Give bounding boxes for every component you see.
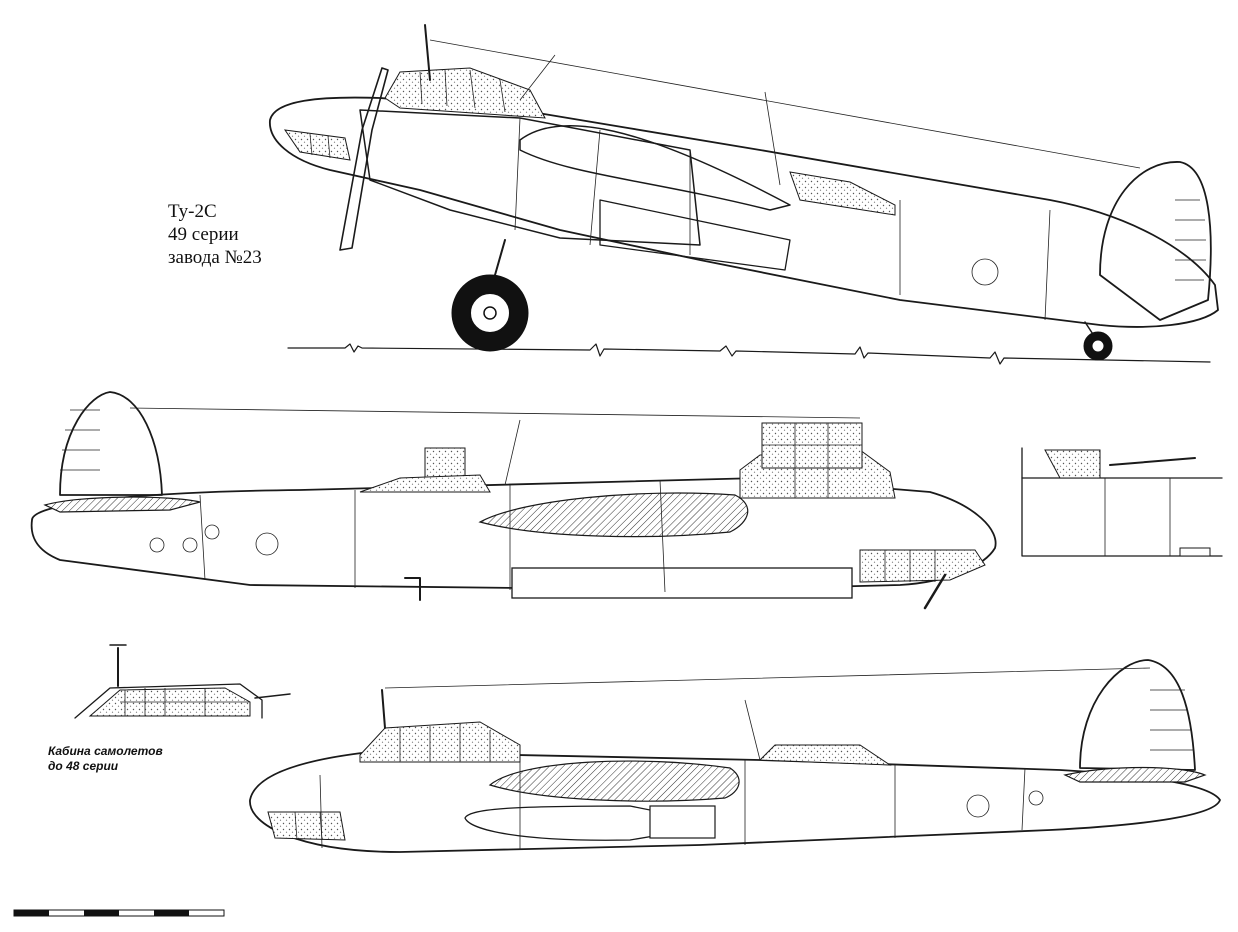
ground-line [287,343,1211,365]
title-line-factory: завода №23 [168,247,262,268]
belly-tank-middle [511,567,853,599]
wing-parked [519,124,791,211]
tail-fin-bottom [1079,659,1196,771]
roundel-bottom [966,794,990,818]
bomb-load-bottom [464,805,661,841]
cockpit-canopy-parked [384,67,546,119]
propeller-parked [339,67,389,251]
scale-bar [13,909,225,917]
rear-canopy-parked [789,171,896,216]
tail-fin-parked [1099,161,1212,321]
side-view-left-flight [30,391,997,610]
title-line-series: 49 серии [168,224,239,245]
title-line-model: Ту-2С [168,201,217,222]
nose-glazing-bottom [267,811,346,841]
nose-glazing-middle [859,549,986,583]
wing-section-bottom [488,760,740,802]
caption-line-1: Кабина самолетов [48,744,163,758]
aircraft-title-block: Ту-2С 49 серии завода №23 [168,200,262,269]
side-view-parked [269,24,1219,365]
wing-section-middle [478,492,749,538]
tailplane-middle [43,496,201,513]
tailplane-bottom [1063,766,1207,783]
fuselage-bottom [249,751,1221,853]
rear-canopy-bottom [758,744,892,766]
roundel-parked [971,258,999,286]
turret-detail-inset [1021,447,1223,557]
cabin-inset-early [74,644,291,719]
caption-line-2: до 48 серии [48,759,119,773]
cabin-inset-caption: Кабина самолетов до 48 серии [48,744,163,774]
tail-fin-middle [59,391,163,496]
side-view-right-flight [249,659,1221,853]
roundel-middle [255,532,279,556]
fuselage-parked [269,96,1219,328]
nose-glazing-parked [283,129,351,161]
engine-nacelle-parked [359,109,701,246]
